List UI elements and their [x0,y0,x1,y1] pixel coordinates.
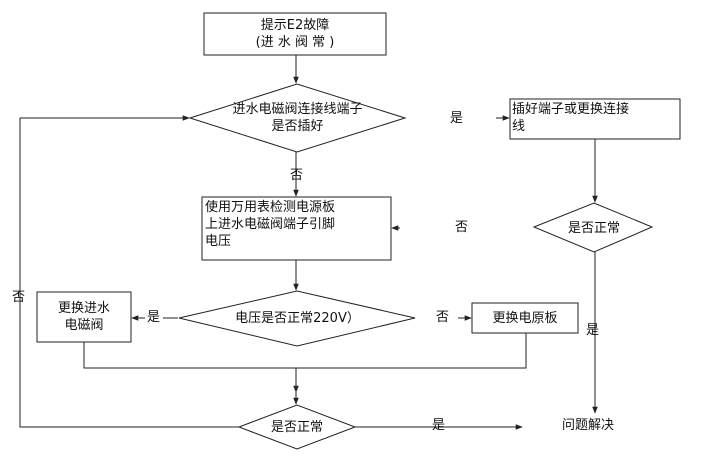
edge-label-terminal-no: 否 [290,168,304,183]
right-normal-text: 是否正常 [567,220,620,236]
replace-board-box [471,302,579,334]
terminal-decision [188,83,407,153]
fix-terminal-label: 插好端子或更换连接 线 [512,101,678,137]
edge-valve-merge [83,333,527,369]
start-line1: 提示E2故障 [260,18,330,33]
edge-bottom-no-loop [19,115,239,428]
measure-box [201,196,392,261]
right-normal-label: 是否正常 [548,219,640,237]
voltage-decision [178,290,416,347]
start-line2: (进 水 阀 常 ) [255,35,335,50]
voltage-text: 电压是否正常220V） [235,310,360,326]
fix-terminal-line1: 插好端子或更换连接 [512,102,630,117]
voltage-label: 电压是否正常220V） [215,309,380,327]
edge-label-voltage-no: 否 [436,310,450,325]
edge-label-voltage-yes: 是 [147,310,161,325]
replace-valve-box [36,291,132,343]
edge-label-right-no: 否 [455,220,469,235]
fix-terminal-line2: 线 [512,119,526,134]
edge-label-loop-no: 否 [12,290,26,305]
measure-line2: 上进水电磁阀端子引脚 [205,217,336,232]
terminal-line1: 进水电磁阀连接线端子 [232,102,363,117]
replace-board-text: 更换电原板 [492,310,558,326]
start-label: 提示E2故障 (进 水 阀 常 ) [205,14,385,54]
measure-line3: 电压 [205,234,232,249]
edge-label-right-yes: 是 [586,323,600,338]
fix-terminal-box [509,98,681,140]
start-box [203,12,387,56]
solved-label: 问题解决 [562,418,615,433]
edge-label-terminal-yes: 是 [450,111,464,126]
bottom-normal-text: 是否正常 [270,419,323,435]
measure-line1: 使用万用表检测电源板 [205,200,336,215]
terminal-line2: 是否插好 [271,119,324,134]
replace-valve-label: 更换进水 电磁阀 [38,293,130,341]
replace-valve-line2: 电磁阀 [64,318,104,333]
replace-valve-line1: 更换进水 [57,301,110,316]
right-normal-decision [532,202,654,253]
edge-label-bottom-yes: 是 [432,418,446,433]
replace-board-label: 更换电原板 [473,304,577,332]
measure-label: 使用万用表检测电源板 上进水电磁阀端子引脚 电压 [205,199,389,257]
bottom-normal-label: 是否正常 [251,418,343,436]
terminal-decision-label: 进水电磁阀连接线端子 是否插好 [210,100,385,136]
